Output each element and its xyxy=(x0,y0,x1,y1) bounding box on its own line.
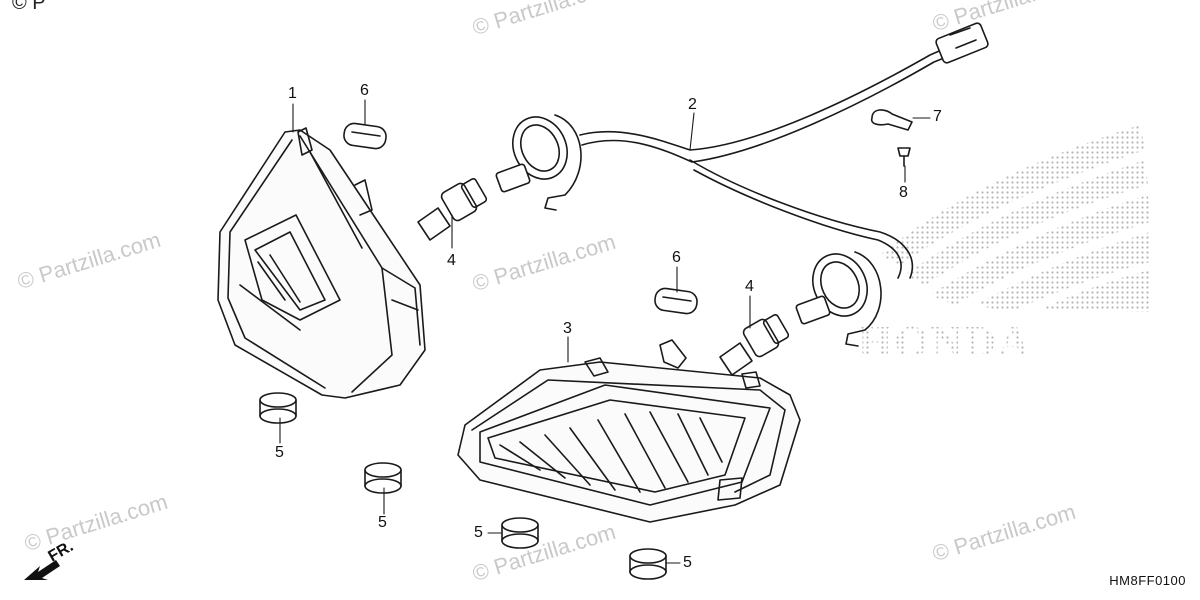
callout-5-b: 5 xyxy=(378,514,387,531)
copyright-partial: © P xyxy=(12,0,46,14)
rubber-cushion-lower xyxy=(654,287,698,315)
callout-8: 8 xyxy=(899,184,908,201)
callout-1: 1 xyxy=(288,85,297,102)
bulb-upper xyxy=(417,178,488,241)
callout-3: 3 xyxy=(563,320,572,337)
wire-clamp xyxy=(870,109,913,131)
bulb-socket-lower xyxy=(795,251,882,347)
honda-wing-logo xyxy=(880,125,1150,312)
screw xyxy=(897,147,911,167)
grommet-4 xyxy=(629,548,667,580)
callout-4-upper: 4 xyxy=(447,252,456,269)
diagram-code: HM8FF0100 xyxy=(1109,573,1186,588)
front-indicator-label: FR. xyxy=(46,538,77,566)
grommet-3 xyxy=(501,517,539,549)
bulb-lower xyxy=(719,314,790,376)
callout-2: 2 xyxy=(688,96,697,113)
honda-wordmark: HONDA xyxy=(858,317,1032,366)
wire-harness xyxy=(579,22,989,279)
front-direction-arrow-icon: FR. xyxy=(24,538,77,580)
grommet-1 xyxy=(259,392,297,424)
rubber-cushion-upper xyxy=(343,122,387,150)
headlight-left xyxy=(217,127,426,399)
callout-6-upper: 6 xyxy=(360,82,369,99)
headlight-right xyxy=(457,339,801,523)
callout-5-d: 5 xyxy=(683,554,692,571)
bulb-socket-upper xyxy=(495,114,582,211)
callout-6-lower: 6 xyxy=(672,249,681,266)
leader-lines xyxy=(279,99,931,564)
callout-5-c: 5 xyxy=(474,524,483,541)
grommet-2 xyxy=(364,462,402,494)
callout-4-lower: 4 xyxy=(745,278,754,295)
callout-7: 7 xyxy=(933,108,942,125)
callout-5-a: 5 xyxy=(275,444,284,461)
